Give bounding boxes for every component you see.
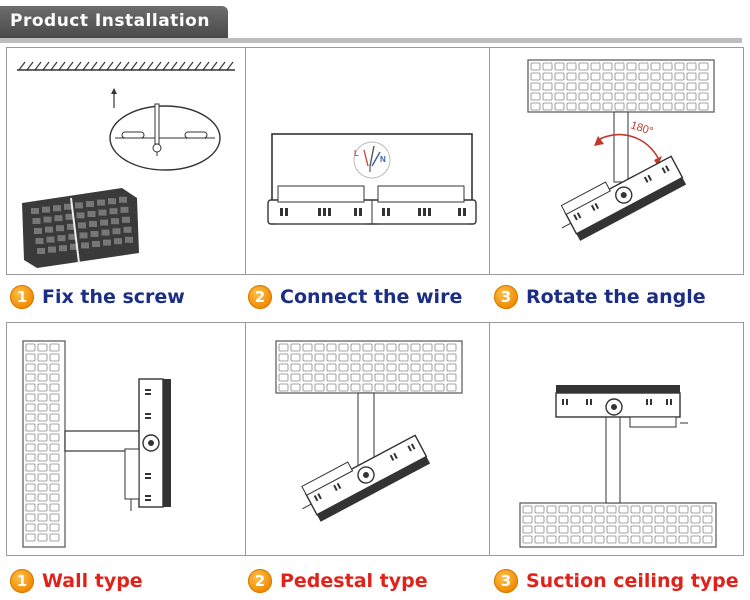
pedestal-type-diagram (275, 340, 463, 522)
type-1-caption: 1 Wall type (10, 566, 143, 596)
installation-steps-grid (6, 47, 744, 275)
installation-types-grid (6, 322, 744, 556)
step-label: Fix the screw (42, 286, 185, 308)
floodlight-fixture-icon (22, 188, 139, 268)
wire-label-N: N (380, 155, 386, 164)
section-header: Product Installation (0, 0, 750, 44)
type-2-caption: 2 Pedestal type (248, 566, 428, 596)
type-number-badge: 3 (494, 569, 518, 593)
step-number-badge: 1 (10, 285, 34, 309)
wire-label-L: L (354, 149, 359, 158)
section-title: Product Installation (10, 11, 210, 31)
step-3-caption: 3 Rotate the angle (494, 282, 706, 312)
fix-screw-diagram (17, 61, 235, 268)
type-label: Pedestal type (280, 570, 428, 592)
connect-wire-diagram: L N (267, 133, 477, 225)
step-label: Rotate the angle (526, 286, 706, 308)
step-number-badge: 2 (248, 285, 272, 309)
header-tab (0, 6, 228, 38)
step-2-caption: 2 Connect the wire (248, 282, 462, 312)
type-number-badge: 2 (248, 569, 272, 593)
wall-type-diagram (22, 340, 171, 548)
step-number-badge: 3 (494, 285, 518, 309)
type-label: Suction ceiling type (526, 570, 739, 592)
rotate-angle-diagram: 180° (527, 59, 715, 241)
angle-label: 180° (629, 119, 654, 137)
step-1-caption: 1 Fix the screw (10, 282, 185, 312)
type-label: Wall type (42, 570, 143, 592)
header-underline (0, 38, 742, 43)
suction-ceiling-type-diagram (519, 385, 717, 548)
step-label: Connect the wire (280, 286, 463, 308)
type-number-badge: 1 (10, 569, 34, 593)
type-3-caption: 3 Suction ceiling type (494, 566, 739, 596)
